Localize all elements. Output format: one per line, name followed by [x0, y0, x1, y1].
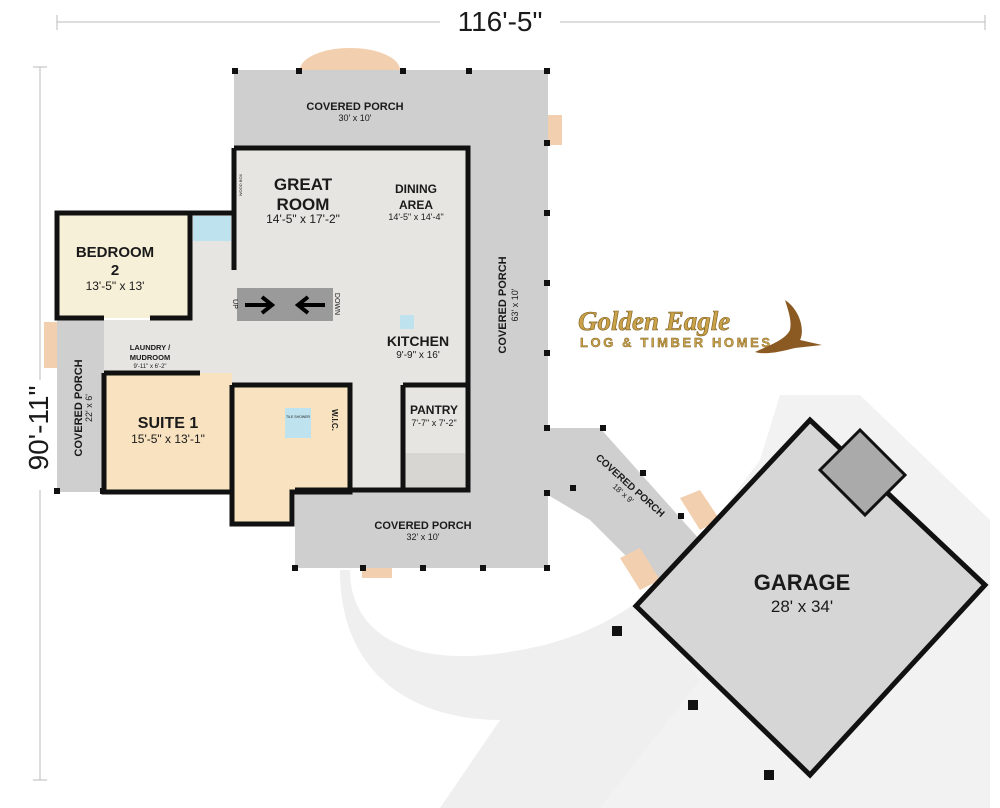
depth-dimension: 90'-11": [23, 386, 54, 471]
porch-right-name: COVERED PORCH: [497, 256, 509, 353]
golden-eagle-logo: Golden Eagle LOG & TIMBER HOMES: [578, 300, 822, 354]
bedroom-2-size: 13'-5" x 13': [86, 279, 145, 293]
porch-bottom-name: COVERED PORCH: [374, 520, 471, 532]
suite-1-floor: [104, 373, 232, 492]
logo-line-1: Golden Eagle: [578, 306, 730, 336]
dining-size: 14'-5" x 14'-4": [388, 212, 443, 222]
kitchen-size: 9'-9" x 16': [396, 350, 440, 361]
porch-right-size: 63' x 10': [510, 288, 520, 321]
wood-box-label: WOOD BOX: [238, 173, 243, 196]
garage-stairs: [817, 427, 908, 518]
master-bath-floor: [232, 385, 350, 492]
laundry-name-2: MUDROOM: [130, 353, 170, 362]
porch-top-name: COVERED PORCH: [306, 101, 403, 113]
kitchen-name: KITCHEN: [387, 333, 449, 349]
logo-line-2: LOG & TIMBER HOMES: [580, 335, 770, 350]
great-room-size: 14'-5" x 17'-2": [266, 212, 340, 226]
bedroom-2-floor: [57, 213, 190, 318]
dining-name-2: AREA: [399, 198, 433, 212]
stairs-up-label: UP: [231, 299, 238, 309]
dining-name-1: DINING: [395, 182, 437, 196]
stair-up-arrow: [245, 295, 276, 315]
pantry-name: PANTRY: [410, 403, 458, 417]
stair-down-arrow: [294, 295, 325, 315]
bay-window: [300, 48, 400, 70]
porch-posts: [54, 68, 684, 571]
suite-1-size: 15'-5" x 13'-1": [131, 432, 205, 446]
porch-bottom-size: 32' x 10': [407, 532, 440, 542]
width-dimension: 116'-5": [458, 6, 543, 37]
bedroom-2-name-2: 2: [111, 262, 119, 279]
great-room-name-1: GREAT: [274, 175, 333, 194]
porch-top-size: 30' x 10': [339, 113, 372, 123]
bedroom-2-name-1: BEDROOM: [76, 244, 154, 261]
shower-label: TILE SHOWER: [286, 415, 311, 419]
porch-left-name: COVERED PORCH: [73, 359, 85, 456]
eagle-icon: [755, 300, 822, 354]
laundry-size: 9'-11" x 6'-2": [133, 364, 166, 370]
suite-1-name: SUITE 1: [138, 415, 199, 432]
walls: [54, 145, 471, 527]
stairs-down-label: DOWN: [333, 293, 340, 315]
wic-label: W.I.C.: [330, 409, 339, 431]
garage-size: 28' x 34': [771, 597, 833, 616]
pantry-size: 7'-7" x 7'-2": [411, 418, 456, 428]
great-room-name-2: ROOM: [277, 195, 330, 214]
laundry-name-1: LAUNDRY /: [130, 343, 171, 352]
porch-left-size: 22' x 6': [84, 394, 94, 422]
porch-areas: [44, 48, 720, 590]
garage-name: GARAGE: [754, 570, 851, 595]
garage: [632, 416, 989, 779]
